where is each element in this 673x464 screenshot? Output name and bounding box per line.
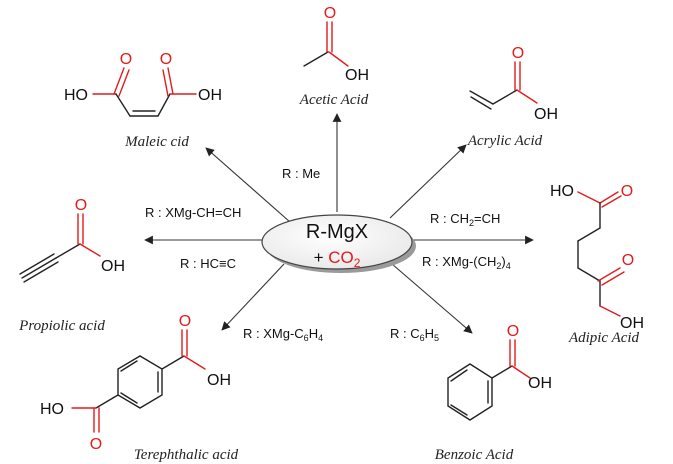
label-terephthalic-acid: Terephthalic acid [134, 447, 239, 463]
reagent-me: R : Me [282, 166, 320, 181]
maleic-ho: HO [64, 87, 88, 104]
reagent-xmg-butyl: R : XMg-(CH2)4 [422, 254, 511, 271]
adipic-oh: OH [620, 315, 644, 332]
arrow-maleic [205, 147, 291, 223]
arrow-terephthalic [221, 263, 285, 331]
label-propiolic-acid: Propiolic acid [18, 318, 105, 334]
center-reagent: R-MgX + CO2 [261, 214, 416, 273]
structure-terephthalic-acid: O OH HO O Terephthalic acid [40, 313, 239, 463]
terephthalic-o-top: O [179, 313, 191, 330]
acetic-oh: OH [345, 67, 369, 84]
propiolic-o: O [75, 197, 87, 214]
benzoic-oh: OH [528, 375, 552, 392]
reagent-vinyl: R : CH2=CH [430, 211, 500, 228]
acrylic-o: O [512, 45, 524, 62]
maleic-o-right: O [160, 51, 172, 68]
arrow-benzoic [391, 263, 473, 334]
reagent-xmg-phenyl: R : XMg-C6H4 [243, 326, 323, 343]
acrylic-oh: OH [534, 106, 558, 123]
structure-adipic-acid: HO O O OH Adipic Acid [550, 183, 644, 346]
structure-acetic-acid: O OH Acetic Acid [299, 5, 369, 108]
reagent-phenyl: R : C6H5 [390, 326, 439, 343]
label-benzoic-acid: Benzoic Acid [435, 447, 514, 463]
propiolic-oh: OH [101, 258, 125, 275]
terephthalic-o-bottom: O [90, 436, 102, 453]
label-maleic-acid: Maleic cid [124, 134, 189, 150]
benzoic-o: O [507, 323, 519, 340]
maleic-o-left: O [120, 51, 132, 68]
adipic-o-top: O [621, 183, 633, 200]
terephthalic-oh: OH [207, 372, 231, 389]
label-acetic-acid: Acetic Acid [299, 92, 369, 108]
arrow-acrylic [389, 144, 467, 219]
grignard-label: R-MgX [306, 221, 368, 243]
reagent-hcc: R : HC≡C [180, 256, 236, 271]
adipic-o-bottom: O [622, 252, 634, 269]
structure-maleic-acid: O O HO OH Maleic cid [64, 51, 222, 150]
structure-benzoic-acid: O OH Benzoic Acid [435, 323, 552, 463]
acetic-o: O [324, 5, 336, 22]
adipic-ho: HO [550, 183, 574, 200]
reagent-xmg-vinyl: R : XMg-CH=CH [145, 205, 241, 220]
structure-propiolic-acid: O OH Propiolic acid [18, 197, 125, 334]
label-adipic-acid: Adipic Acid [568, 330, 640, 346]
maleic-oh: OH [198, 87, 222, 104]
label-acrylic-acid: Acrylic Acid [467, 133, 543, 149]
terephthalic-ho: HO [40, 401, 64, 418]
reagent-labels: R : Me R : XMg-CH=CH R : HC≡C R : CH2=CH… [145, 166, 511, 343]
reaction-arrows [144, 113, 534, 334]
structure-acrylic-acid: O OH Acrylic Acid [467, 45, 558, 149]
co2-label: + CO2 [314, 248, 361, 270]
